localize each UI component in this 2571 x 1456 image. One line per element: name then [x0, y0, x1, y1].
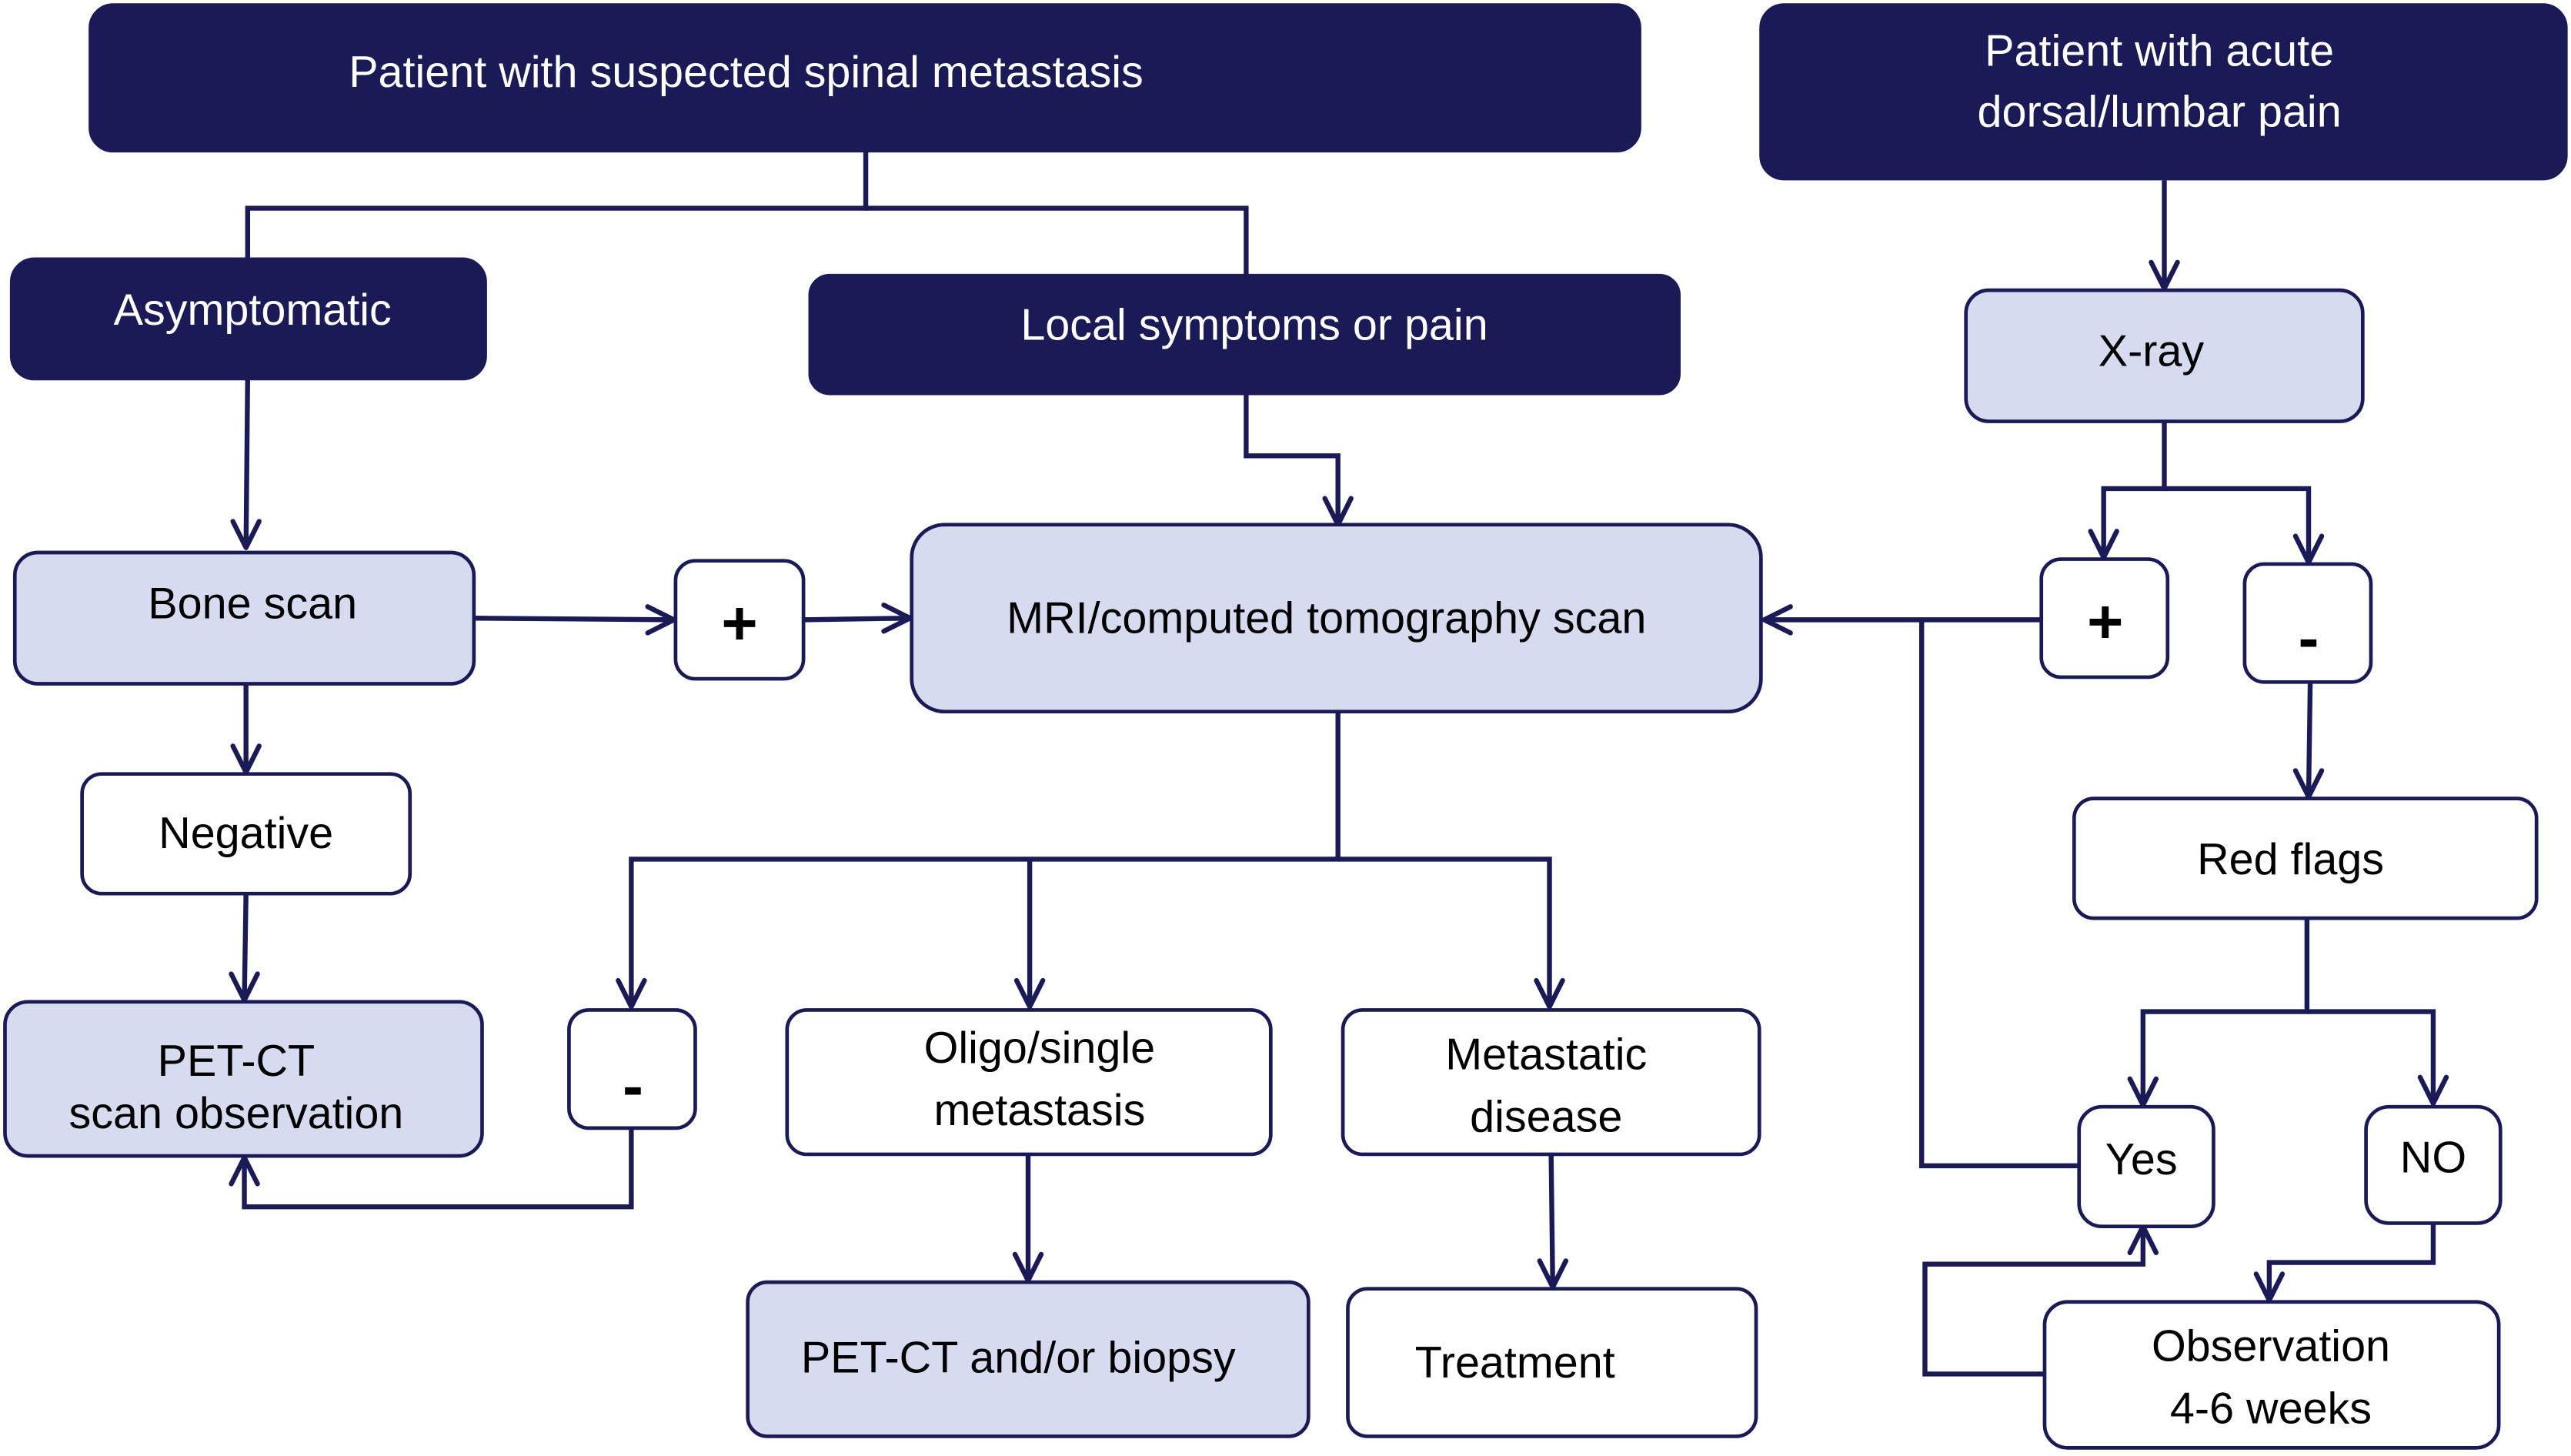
node-label: Patient with suspected spinal metastasis: [349, 48, 1144, 97]
node-yes: Yes: [2077, 1104, 2215, 1229]
node-negative: Negative: [80, 772, 412, 896]
node-label: dorsal/lumbar pain: [1978, 87, 2342, 136]
node-local-symptoms: Local symptoms or pain: [808, 273, 1681, 396]
node-treatment: Treatment: [1346, 1287, 1758, 1438]
node-label: Observation: [2152, 1322, 2390, 1371]
edge-mri-split: [629, 711, 1341, 1007]
connectors: [229, 151, 2449, 1377]
node-minus-left: -: [567, 1008, 697, 1130]
plus-sign: +: [2087, 587, 2123, 656]
node-label: Asymptomatic: [114, 286, 392, 335]
node-xray: X-ray: [1964, 288, 2365, 423]
node-label: disease: [1470, 1092, 1622, 1141]
edge-mri-to-metastatic: [1337, 857, 1552, 1007]
edge-asymptomatic-to-bone-scan: [243, 379, 251, 548]
arrowhead: [1013, 977, 1046, 1010]
node-label: scan observation: [68, 1089, 403, 1138]
node-label: NO: [2400, 1134, 2466, 1183]
node-label: PET-CT and/or biopsy: [801, 1334, 1236, 1383]
node-mri-ct: MRI/computed tomography scan: [910, 523, 1763, 714]
node-plus-left: +: [673, 559, 806, 681]
node-label: Metastatic: [1445, 1030, 1647, 1079]
edge-metastatic-to-treatment: [1548, 1154, 1555, 1287]
node-label: metastasis: [933, 1086, 1145, 1135]
edge-minus-to-red-flags: [2306, 680, 2313, 797]
node-oligo-metastasis: Oligo/single metastasis: [785, 1008, 1273, 1157]
node-label: Yes: [2105, 1135, 2178, 1184]
node-label: Treatment: [1415, 1338, 1615, 1388]
node-asymptomatic: Asymptomatic: [9, 257, 487, 381]
node-label: Oligo/single: [924, 1024, 1156, 1073]
node-label: Red flags: [2197, 835, 2384, 884]
node-pet-ct-observation: PET-CT scan observation: [3, 1000, 484, 1158]
node-label: Local symptoms or pain: [1020, 300, 1488, 349]
node-label: X-ray: [2099, 326, 2205, 376]
node-label: Bone scan: [148, 579, 357, 629]
node-label: PET-CT: [158, 1037, 316, 1086]
node-label: Negative: [159, 809, 333, 858]
arrowhead: [1761, 604, 1793, 636]
edge-patient-to-local-symptoms: [866, 205, 1249, 276]
arrowhead: [230, 519, 262, 550]
arrowhead: [2417, 1074, 2449, 1107]
node-label: MRI/computed tomography scan: [1007, 594, 1646, 643]
node-pet-ct-biopsy: PET-CT and/or biopsy: [746, 1280, 1311, 1438]
edge-patient-to-asymptomatic: [245, 151, 869, 259]
minus-sign: -: [623, 1051, 643, 1120]
arrowhead: [1534, 977, 1565, 1010]
edge-bone-scan-to-plus: [473, 616, 674, 623]
edge-no-to-observation: [2266, 1223, 2436, 1301]
node-metastatic-disease: Metastatic disease: [1341, 1008, 1761, 1157]
node-bone-scan: Bone scan: [12, 550, 476, 686]
edge-red-flags-to-no: [2306, 1009, 2436, 1104]
edge-xray-split: [2101, 421, 2167, 558]
edge-observation-to-yes: [1922, 1226, 2146, 1377]
minus-sign: -: [2299, 604, 2319, 673]
node-minus-right: -: [2242, 562, 2373, 684]
edge-yes-to-mri: [1918, 619, 2079, 1169]
node-label: 4-6 weeks: [2170, 1384, 2372, 1434]
edge-xray-to-minus: [2164, 486, 2312, 563]
edge-minus-to-pet-ct: [242, 1127, 634, 1210]
edge-local-to-mri: [1244, 393, 1341, 525]
node-patient-acute: Patient with acute dorsal/lumbar pain: [1759, 3, 2568, 181]
edge-red-flags-split: [2140, 918, 2310, 1106]
plus-sign: +: [721, 589, 757, 658]
edge-plus-to-mri: [803, 616, 910, 623]
node-patient-suspected: Patient with suspected spinal metastasis: [88, 3, 1641, 153]
arrowhead: [616, 977, 647, 1010]
node-no: NO: [2364, 1104, 2503, 1225]
node-observation: Observation 4-6 weeks: [2042, 1300, 2501, 1450]
node-red-flags: Red flags: [2072, 796, 2539, 920]
node-label: Patient with acute: [1985, 26, 2334, 75]
edge-negative-to-pet-ct: [242, 893, 249, 1000]
node-plus-right: +: [2039, 557, 2170, 680]
